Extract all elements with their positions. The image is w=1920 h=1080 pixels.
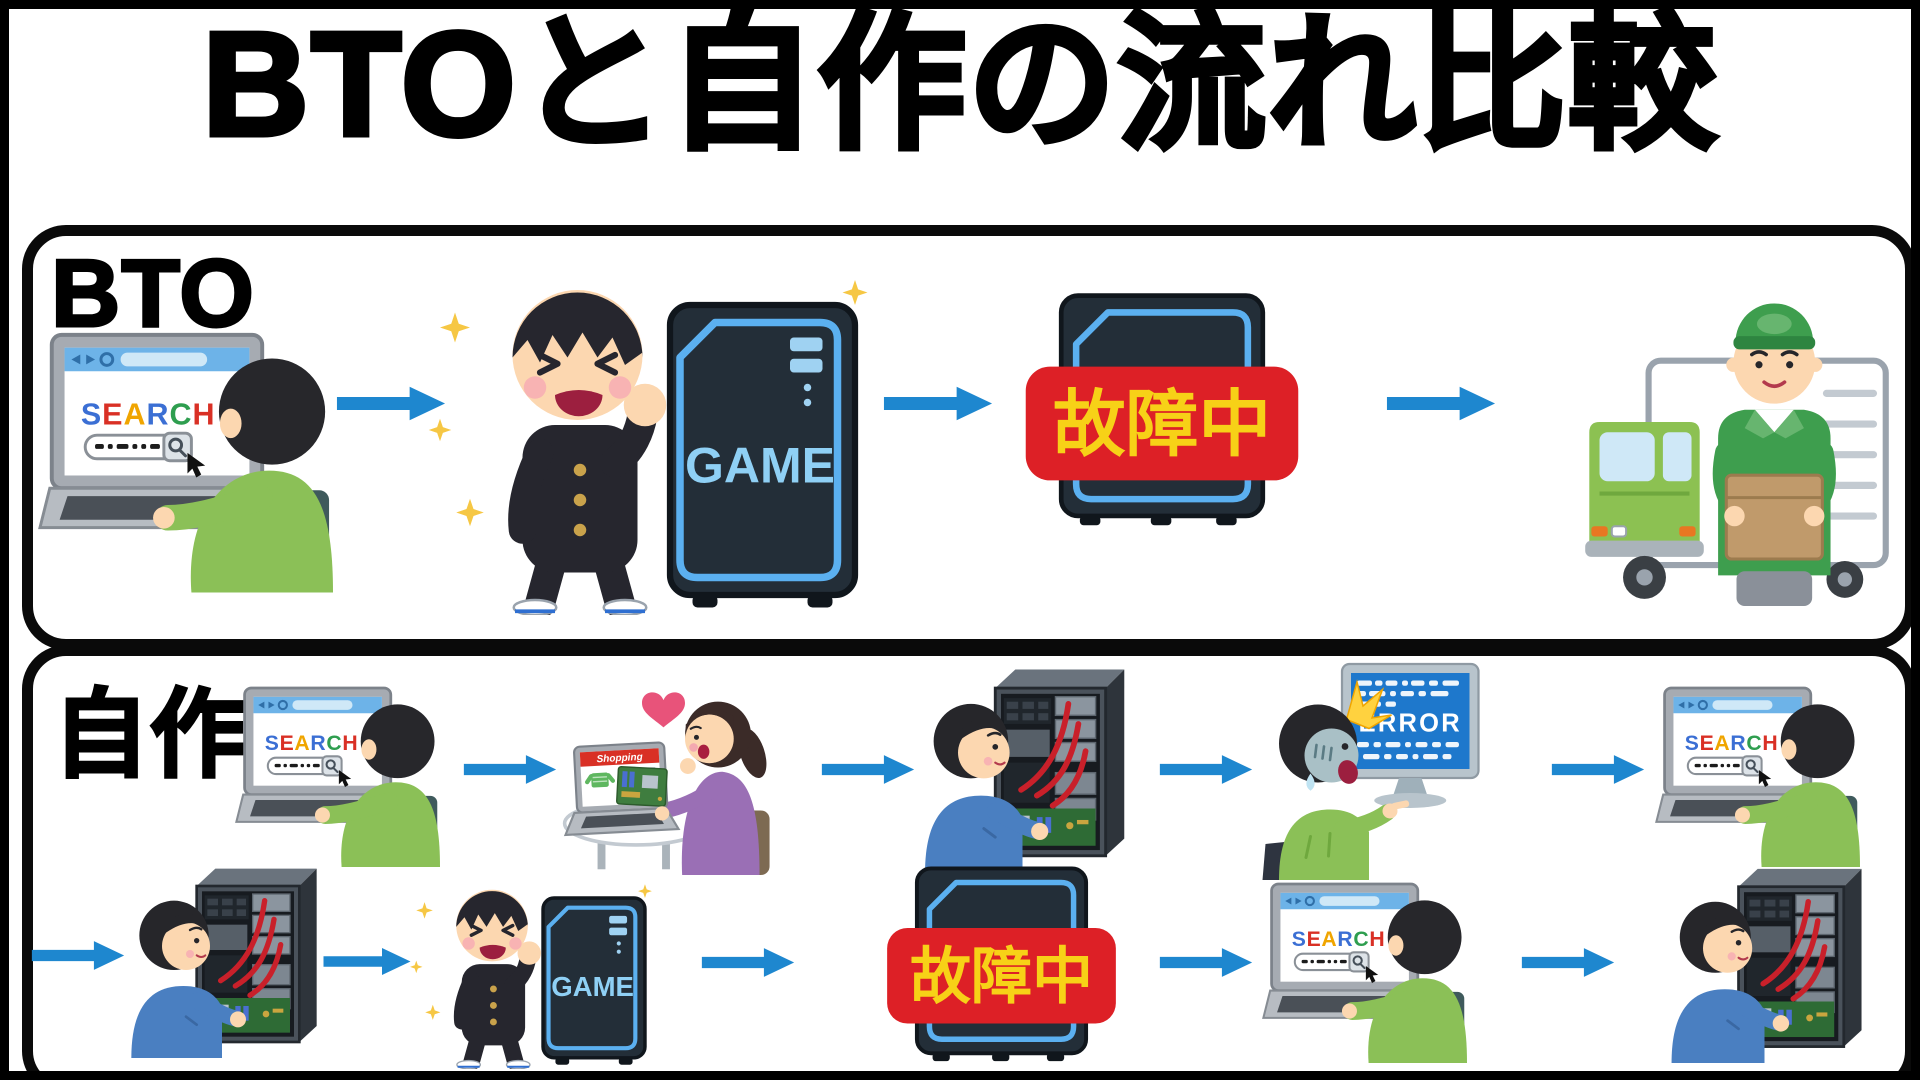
jisaku-step-assembly-illustration: [122, 858, 322, 1058]
jisaku-step-search-illustration: [1655, 662, 1860, 867]
bto-step-search-illustration: [38, 295, 333, 595]
jisaku-step-error-illustration: [1258, 655, 1483, 880]
flow-arrow-icon: [1158, 752, 1254, 787]
bto-label: BTO: [50, 240, 256, 347]
jisaku-step-assembly-illustration: [915, 658, 1130, 873]
flow-arrow-icon: [700, 945, 796, 980]
flow-arrow-icon: [1520, 945, 1616, 980]
jisaku-step-broken-illustration: [884, 862, 1119, 1066]
bto-step-game-pc-illustration: [425, 240, 875, 615]
jisaku-step-game-pc-illustration: [408, 862, 656, 1069]
flow-arrow-icon: [882, 383, 994, 424]
flow-arrow-icon: [1158, 945, 1254, 980]
bto-step-delivery-illustration: [1583, 238, 1890, 606]
flow-arrow-icon: [1385, 383, 1497, 424]
jisaku-step-search-illustration: [235, 662, 440, 867]
flow-arrow-icon: [30, 938, 126, 973]
jisaku-step-shopping-illustration: [556, 660, 771, 875]
jisaku-step-search-illustration: [1262, 858, 1467, 1063]
jisaku-step-assembly-illustration: [1662, 858, 1867, 1063]
jisaku-label: 自作: [52, 682, 248, 789]
flow-arrow-icon: [322, 945, 412, 978]
flow-arrow-icon: [462, 752, 558, 787]
page-title: BTOと自作の流れ比較: [200, 0, 1719, 169]
flow-arrow-icon: [820, 752, 916, 787]
bto-step-broken-illustration: [1022, 288, 1302, 531]
flow-arrow-icon: [1550, 752, 1646, 787]
